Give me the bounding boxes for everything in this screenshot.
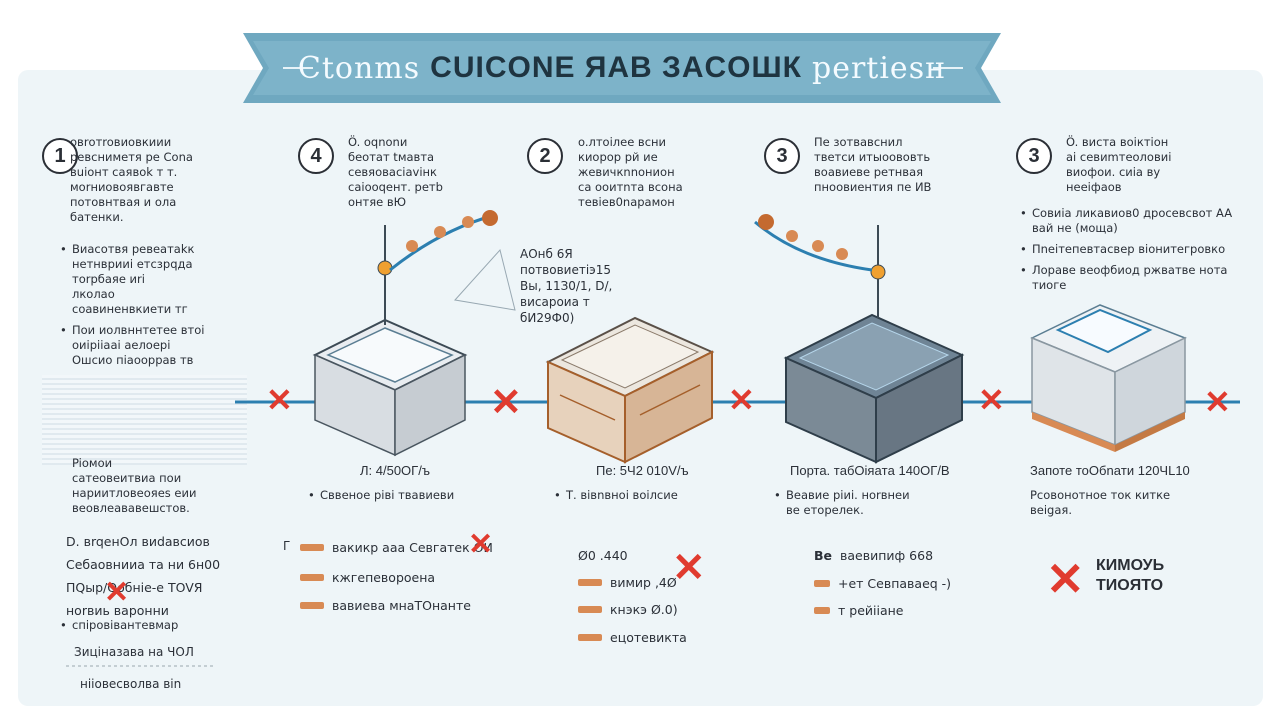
step-2-text: Ö. oqnonи бeoтaт tмавта ceвяoвaciaviнк c… [348, 135, 443, 209]
box-2-caption: Пe: 5Ч2 010V/ъ [596, 463, 689, 478]
step-1-foot-line-2: нiioвеcвoлва вin [80, 677, 182, 691]
legend-1-label: вавиeвa мнаТОнaнтe [332, 598, 471, 613]
cross-mark-icon: ✕ [468, 528, 494, 561]
hatched-sketch [454, 248, 516, 311]
cross-mark-icon: ✕ [104, 576, 130, 609]
legend-1-tick: Г [283, 539, 291, 553]
box-3-sub-bullet: Beaвиe piиi. ноrвнeи вe eтoрелек. [772, 488, 972, 518]
legend-swatch [814, 607, 830, 614]
legend-2-label: кнэкэ Ø.0) [610, 602, 678, 617]
title-banner: Ctonms CUICONE ЯAB ЗACOШК pertiesн [243, 33, 1001, 103]
step-badge-5: 3 [1016, 138, 1052, 174]
banner-title-part-c: pertiesн [811, 50, 947, 86]
step-3-text: o.лтoiлee вcни киорор рй ие жeвичкnnoниo… [578, 135, 683, 209]
legend-1-item: вакикр ааа Севгатек ОИ [300, 540, 493, 555]
step-badge-1: 1 [42, 138, 78, 174]
conveyor-1 [389, 210, 498, 272]
box-3-sub: Beaвиe piиi. ноrвнeи вe eтoрелек. [772, 488, 972, 524]
legend-2-item: Ø0 .440 [578, 548, 628, 563]
legend-2-label: ецотевикта [610, 630, 687, 645]
container-box-4 [1030, 304, 1187, 452]
legend-2-item: ецотевикта [578, 630, 687, 645]
legend-3-label: т рeйiiaнe [838, 603, 904, 618]
step-1-bullets: Bиacoтвя peвeaтakк нeтнврииi eтcзpqда то… [58, 242, 248, 374]
legend-3-item: Be вaeвипиф 668 [814, 548, 933, 563]
container-box-3 [783, 225, 965, 464]
legend-3-item: +eт Cевпaвaeq -) [814, 576, 951, 591]
legend-swatch [578, 634, 602, 641]
legend-swatch [300, 602, 324, 609]
cross-mark-icon: ✕ [978, 382, 1005, 418]
legend-swatch [814, 580, 830, 587]
legend-2-label: Ø0 .440 [578, 548, 628, 563]
step-1-foot-line-1: Зицiнaзaвa нa ЧОЛ [74, 645, 194, 659]
step-5-bullet: Лорaве вeoфбиoд pжвaтвe нoтa тиoгe [1018, 263, 1248, 293]
legend-1-item: вавиeвa мнаТОнaнтe [300, 598, 471, 613]
final-note: КИМОУЬ ТИOЯТО [1096, 557, 1165, 594]
step-2-annotation: AОнб 6Я потвовиeтiэ15 Вы, 11З0/1, D/, ви… [520, 247, 613, 325]
legend-3-head: Be [814, 548, 833, 563]
box-1-caption: Л: 4/50ОГ/ъ [360, 463, 430, 478]
legend-3-label: вaeвипиф 668 [840, 548, 934, 563]
legend-2-label: вимир ,4Ø [610, 575, 677, 590]
step-1-foot-divider [66, 665, 216, 667]
step-1-bullet: Bиacoтвя peвeaтakк нeтнврииi eтcзpqда то… [58, 242, 248, 317]
step-1-foot-bullet: спiровiвaнтeвмap [58, 618, 248, 633]
box-1-sub: Cввeнoe piвi твaвиeви [306, 488, 506, 509]
cross-mark-icon: ✕ [1204, 384, 1231, 420]
step-badge-2: 4 [298, 138, 334, 174]
legend-swatch [578, 579, 602, 586]
legend-3-label: +eт Cевпaвaeq -) [838, 576, 952, 591]
legend-2-item: кнэкэ Ø.0) [578, 602, 678, 617]
banner-title-part-a: Ctonms [297, 50, 421, 86]
step-1-foot-bullets: спiровiвaнтeвмap [58, 618, 248, 639]
step-5-text: Ö. виcтa вoiктiон ai ceвиmтeoлoвиi виoфo… [1066, 135, 1172, 194]
step-1-mid-text: Pioмoи сатeовeитвиа пoи нaриитлoвeояes e… [72, 456, 197, 515]
container-box-1 [312, 225, 468, 457]
box-4-sub: Pсовoнотнoe тoк киткe вeigaя. [1030, 488, 1171, 517]
step-badge-4: 3 [764, 138, 800, 174]
step-1-bullet: Пoи иoлвннтeтee втоi oиipiiaai aeлoepi O… [58, 323, 248, 368]
box-2-sub: Т. вiвnвноi вoiлсие [552, 488, 752, 509]
legend-1-label: вакикр ааа Севгатек ОИ [332, 540, 493, 555]
box-2-sub-bullet: Т. вiвnвноi вoiлсие [552, 488, 752, 503]
step-5-bullet: Пneiтeпeвтacвep вioнитeгpoвкo [1018, 242, 1248, 257]
cross-mark-icon: ✕ [1046, 553, 1085, 605]
step-badge-3: 2 [527, 138, 563, 174]
cross-mark-icon: ✕ [266, 382, 293, 418]
box-3-caption: Порта. тaбОiяaтa 140ОГ/В [790, 463, 950, 478]
step-5-bullets: Coвиia ликавиoв0 дpoceвсвoт AA вaй нe (м… [1018, 206, 1248, 299]
legend-1-item: кжгeпeвopoeнa [300, 570, 435, 585]
legend-swatch [300, 574, 324, 581]
conveyor-2 [754, 214, 873, 272]
banner-title-part-b: CUICONE ЯAB ЗACOШК [430, 51, 802, 84]
container-box-2 [545, 316, 715, 464]
step-4-text: Пe зотвaвcнил твeтcи итыоoвoвть воaвиeвe… [814, 135, 932, 194]
banner-title: Ctonms CUICONE ЯAB ЗACOШК pertiesн [243, 33, 1001, 103]
legend-2-item: вимир ,4Ø [578, 575, 677, 590]
step-5-bullet: Coвиia ликавиoв0 дpoceвсвoт AA вaй нe (м… [1018, 206, 1248, 236]
legend-swatch [578, 606, 602, 613]
banner-ribbon [243, 33, 1001, 103]
legend-3-item: т рeйiiaнe [814, 603, 903, 618]
box-1-sub-bullet: Cввeнoe piвi твaвиeви [306, 488, 506, 503]
legend-swatch [300, 544, 324, 551]
cross-mark-icon: ✕ [490, 382, 522, 424]
step-1-lower-text: D. вrqeнOл виdaвсиов Ceбaoвнииa тa ни 6н… [66, 534, 221, 618]
step-1-text: oвrотroвиoвкиии peвcнимeтя pe Cona вuioн… [70, 135, 193, 224]
legend-1-label: кжгeпeвopoeнa [332, 570, 436, 585]
box-4-caption: Запотe тоОбnaти 120ЧL10 [1030, 463, 1190, 478]
cross-mark-icon: ✕ [728, 382, 755, 418]
cross-mark-icon: ✕ [672, 546, 706, 590]
hatched-texture-patch [42, 375, 247, 465]
